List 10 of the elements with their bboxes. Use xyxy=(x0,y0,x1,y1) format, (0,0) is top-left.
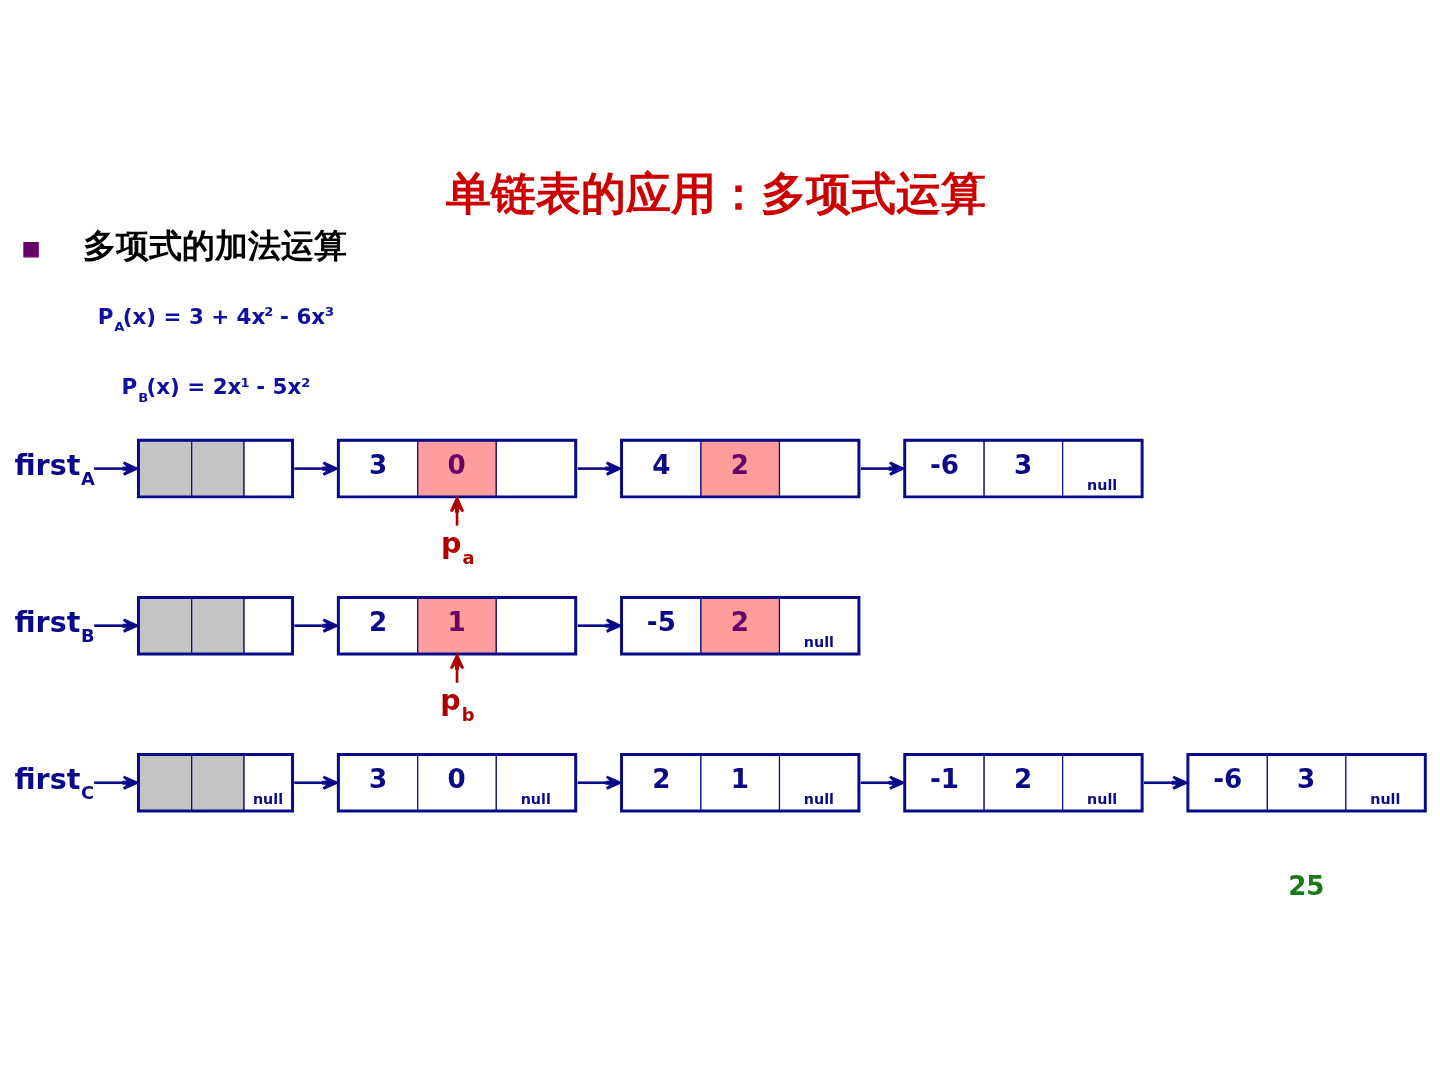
node-text: first$_{A}$ xyxy=(14,447,95,490)
label: 25 xyxy=(1288,871,1325,902)
node-text: p$_{a}$ xyxy=(440,526,475,568)
diagram-title: 单链表的应用：多项式运算 xyxy=(446,166,987,220)
label: 多项式的加法运算 xyxy=(82,225,347,265)
node-text: first$_{C}$ xyxy=(14,761,95,804)
node-text: p$_{b}$ xyxy=(440,683,475,725)
label: P$_{B}$(x) = 2x$^{1}$ - 5x$^{2}$ xyxy=(121,374,311,405)
node-text: first$_{B}$ xyxy=(14,604,95,647)
label: P$_{A}$(x) = 3 + 4x$^{2}$ - 6x$^{3}$ xyxy=(97,303,335,335)
